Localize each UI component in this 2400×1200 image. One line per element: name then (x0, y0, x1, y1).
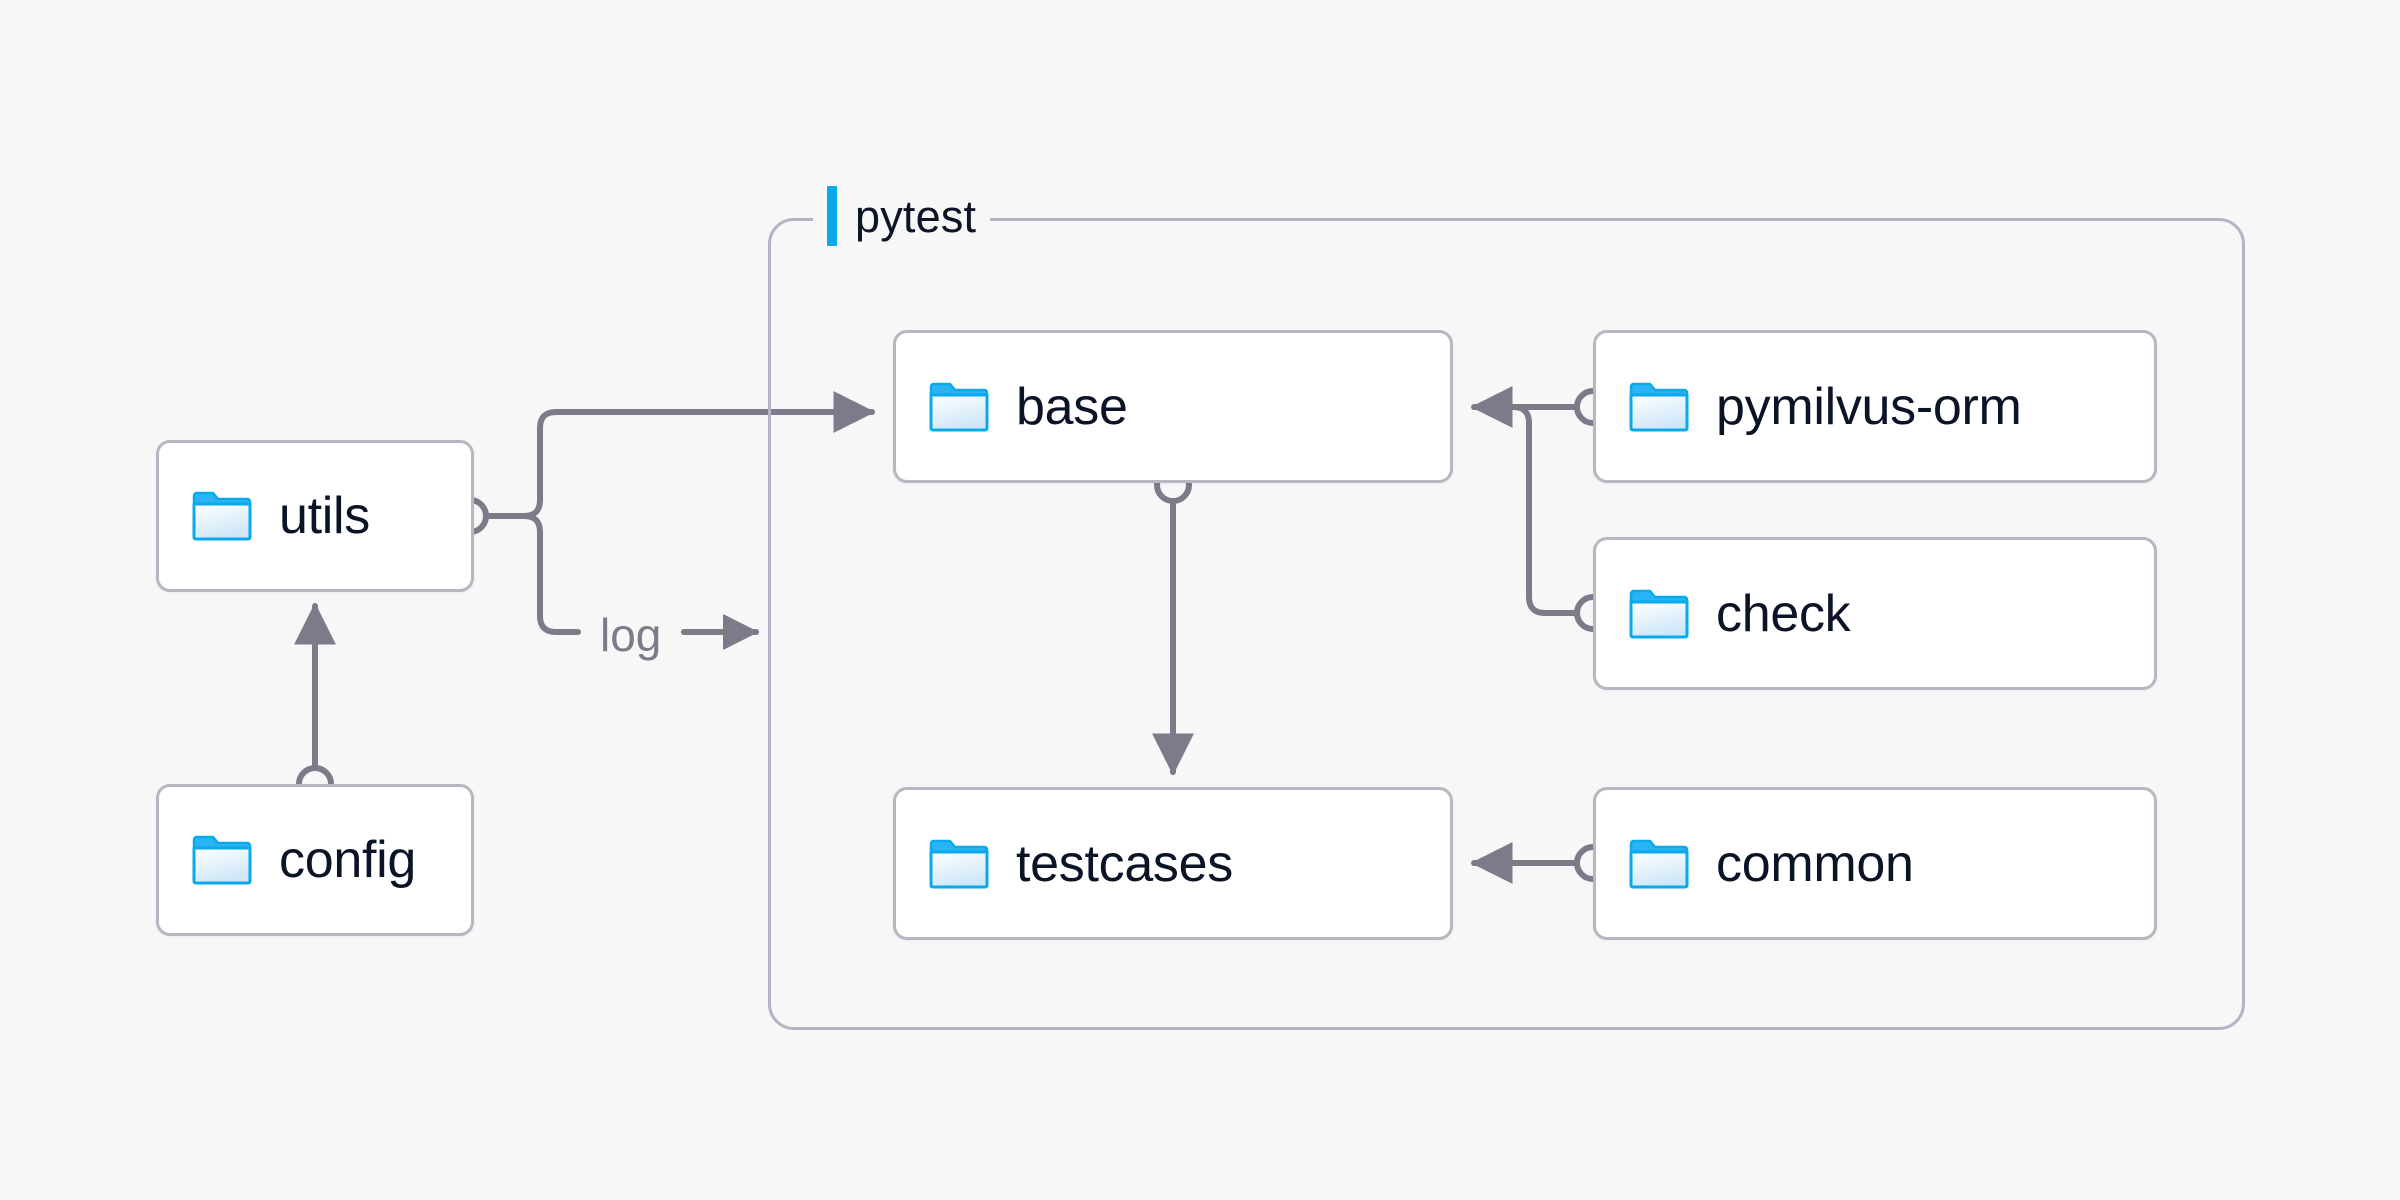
folder-icon (1629, 839, 1689, 888)
folder-icon (1629, 589, 1689, 638)
node-utils[interactable]: utils (156, 440, 474, 592)
pytest-group-container (768, 218, 2245, 1030)
node-testcases[interactable]: testcases (893, 787, 1453, 940)
folder-icon (192, 835, 252, 885)
folder-icon (929, 382, 989, 431)
node-base[interactable]: base (893, 330, 1453, 483)
node-common[interactable]: common (1593, 787, 2157, 940)
node-pymilvus-orm[interactable]: pymilvus-orm (1593, 330, 2157, 483)
node-label-utils: utils (279, 487, 370, 545)
node-label-base: base (1016, 377, 1128, 436)
pytest-group-label: pytest (813, 186, 991, 246)
edge-utils-to-log (483, 513, 581, 635)
folder-icon (192, 491, 252, 541)
node-label-pymilvus-orm: pymilvus-orm (1716, 377, 2022, 436)
pytest-group-title: pytest (855, 190, 977, 242)
accent-bar-icon (827, 186, 837, 246)
node-label-config: config (279, 831, 416, 889)
folder-icon (929, 839, 989, 888)
node-check[interactable]: check (1593, 537, 2157, 690)
node-label-check: check (1716, 584, 1851, 643)
node-label-common: common (1716, 834, 1914, 893)
node-label-testcases: testcases (1016, 834, 1233, 893)
folder-icon (1629, 382, 1689, 431)
node-config[interactable]: config (156, 784, 474, 936)
edge-label-log: log (600, 609, 662, 661)
